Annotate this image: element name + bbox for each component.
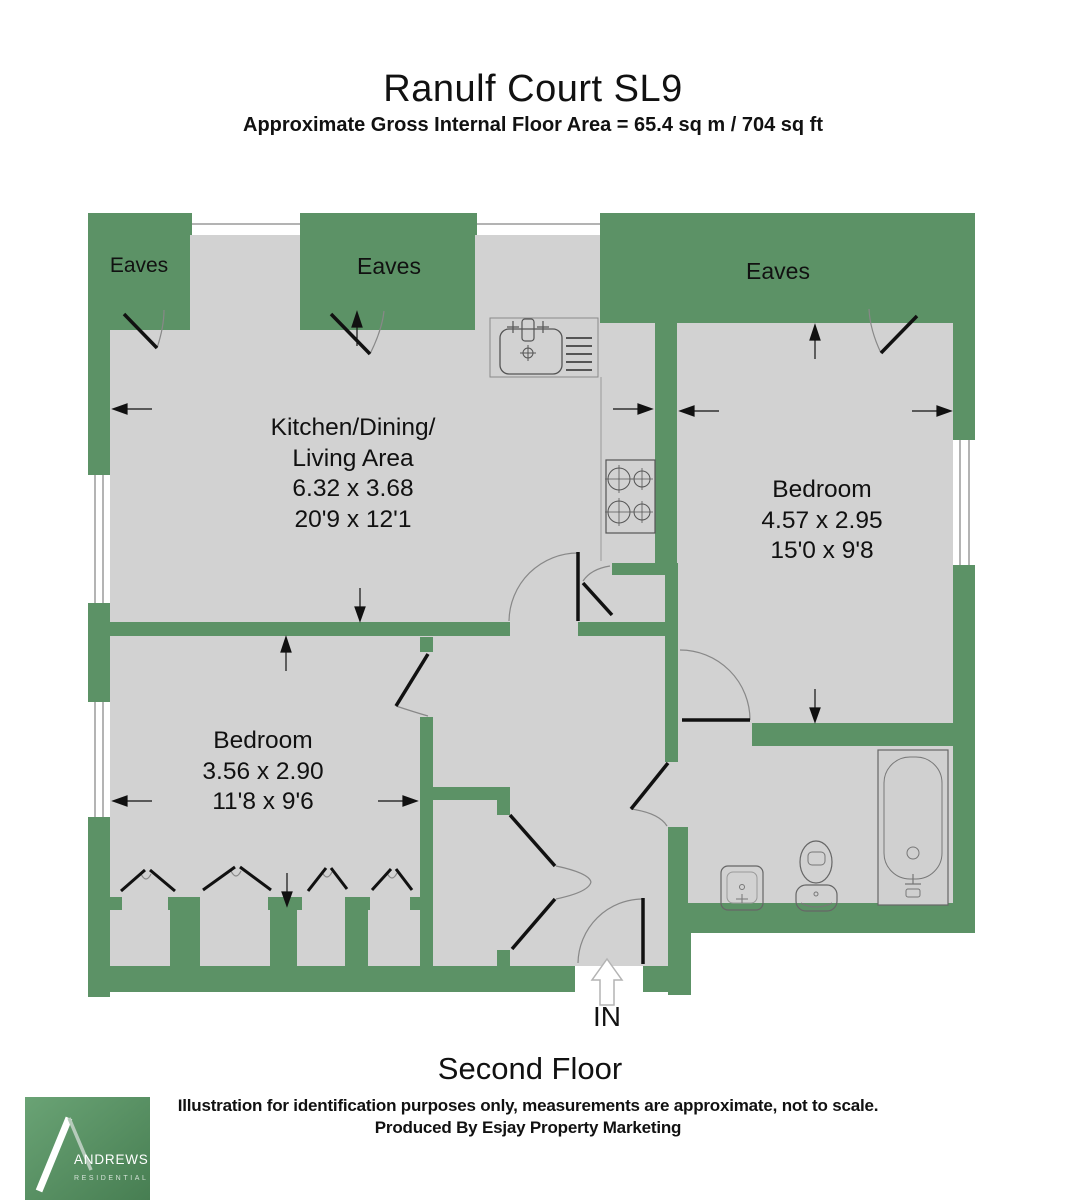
drain-icon bbox=[520, 345, 536, 361]
bedroom-right-size-metric: 4.57 x 2.95 bbox=[761, 506, 883, 534]
closet-divider bbox=[345, 910, 368, 966]
bathroom-basin bbox=[720, 865, 764, 911]
floor-label: Second Floor bbox=[437, 1051, 623, 1086]
door-bathroom bbox=[629, 761, 670, 811]
agency-logo: ANDREWS RESIDENTIAL bbox=[25, 1097, 150, 1200]
windows bbox=[88, 213, 975, 817]
logo-a-icon bbox=[35, 1116, 73, 1193]
floor-areas bbox=[88, 213, 975, 966]
wall-kitchen-bedroom bbox=[110, 622, 510, 636]
eaves-middle-label: Eaves bbox=[357, 253, 421, 279]
kitchen-label: Kitchen/Dining/ Living Area 6.32 x 3.68 … bbox=[271, 413, 436, 535]
toilet bbox=[795, 840, 838, 912]
wall-left bbox=[88, 213, 110, 997]
bedroom-left-label: Bedroom 3.56 x 2.90 11'8 x 9'6 bbox=[202, 726, 323, 818]
stove bbox=[605, 459, 656, 534]
closet-divider bbox=[270, 910, 297, 966]
window-left-2 bbox=[88, 702, 110, 817]
kitchen-size-metric: 6.32 x 3.68 bbox=[292, 475, 414, 502]
kitchen-size-imperial: 20'9 x 12'1 bbox=[294, 505, 412, 533]
bath-tap-icon bbox=[905, 874, 921, 885]
tap-icon bbox=[507, 321, 519, 333]
entrance-arrow-icon bbox=[590, 957, 624, 1006]
logo-tagline: RESIDENTIAL bbox=[74, 1175, 149, 1182]
logo-name: ANDREWS bbox=[74, 1152, 149, 1167]
door-store-bottom bbox=[510, 897, 557, 951]
wall-bottom-left bbox=[88, 966, 575, 992]
door-hall-cupboard bbox=[581, 581, 614, 617]
door-bedroom-left bbox=[394, 653, 430, 707]
kitchen-sink bbox=[489, 317, 602, 561]
bathtub bbox=[877, 749, 949, 906]
entrance-label: IN bbox=[593, 1001, 621, 1032]
floor-main bbox=[88, 213, 975, 966]
door-eaves-right bbox=[879, 314, 919, 355]
wall-bedroom-left-right bbox=[420, 717, 433, 966]
disclaimer-text: Illustration for identification purposes… bbox=[177, 1096, 879, 1115]
window-right-1 bbox=[953, 440, 975, 565]
bedroom-right-name: Bedroom bbox=[772, 476, 872, 503]
wall-kitchen-bedroom-right bbox=[655, 301, 677, 563]
bedroom-right-size-imperial: 15'0 x 9'8 bbox=[770, 537, 874, 564]
closet-doors bbox=[120, 865, 414, 893]
doors bbox=[122, 312, 919, 964]
bedroom-left-name: Bedroom bbox=[213, 727, 313, 754]
door-eaves-left bbox=[122, 312, 159, 350]
dimension-arrows bbox=[111, 310, 953, 908]
page-subtitle: Approximate Gross Internal Floor Area = … bbox=[243, 114, 823, 136]
window-left-1 bbox=[88, 475, 110, 603]
wall-right bbox=[953, 213, 975, 933]
eaves-right-label: Eaves bbox=[746, 258, 810, 284]
agency-logo-graphic: ANDREWS RESIDENTIAL bbox=[25, 1097, 150, 1200]
faucet-icon bbox=[521, 318, 535, 342]
door-eaves-middle bbox=[329, 312, 372, 356]
kitchen-name-line1: Kitchen/Dining/ bbox=[270, 414, 436, 441]
tap-icon bbox=[537, 321, 549, 333]
bedroom-left-size-imperial: 11'8 x 9'6 bbox=[212, 788, 314, 815]
bedroom-left-size-metric: 3.56 x 2.90 bbox=[202, 757, 324, 785]
produced-by-text: Produced By Esjay Property Marketing bbox=[374, 1118, 682, 1137]
wall-bedroom-bathroom bbox=[752, 723, 953, 746]
drainer-icon bbox=[566, 337, 592, 371]
bedroom-right-label: Bedroom 4.57 x 2.95 15'0 x 9'8 bbox=[761, 475, 882, 567]
wall-bath-bottom bbox=[668, 903, 975, 933]
kitchen-name-line2: Living Area bbox=[292, 444, 414, 472]
logo-a-icon bbox=[67, 1117, 93, 1171]
door-arcs bbox=[140, 308, 882, 964]
closet-divider bbox=[170, 910, 200, 966]
page-title: Ranulf Court SL9 bbox=[383, 68, 683, 110]
door-store-top bbox=[508, 813, 557, 868]
eaves-left-label: Eaves bbox=[109, 254, 169, 277]
